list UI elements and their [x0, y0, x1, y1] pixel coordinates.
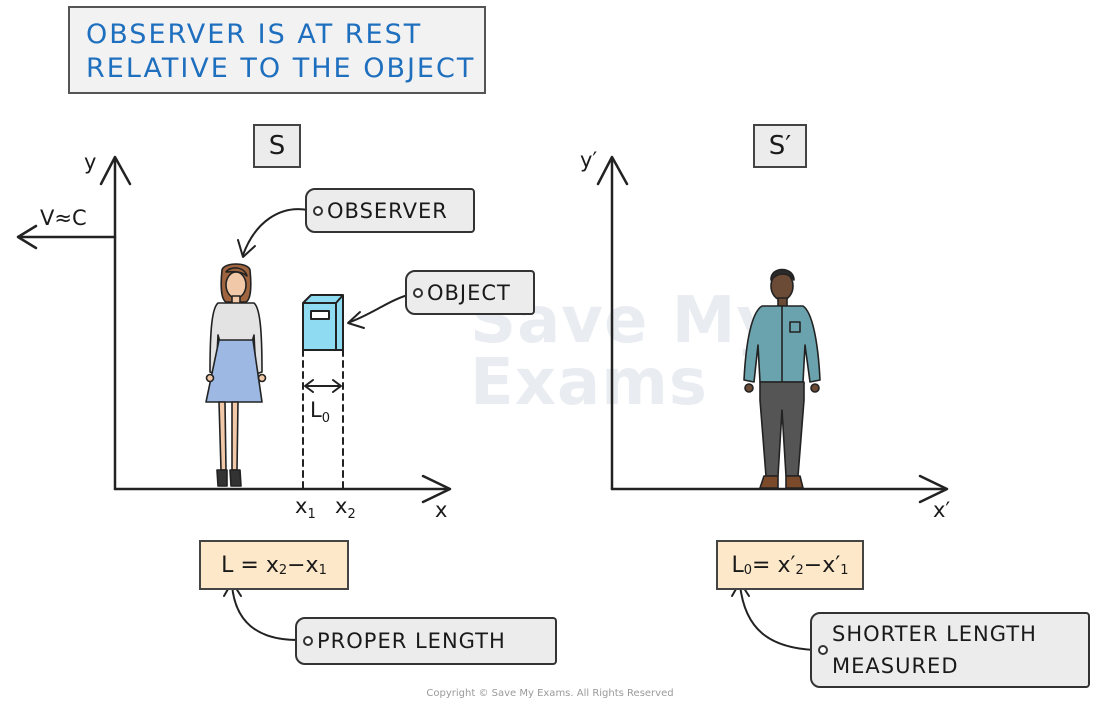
x2-label: x2: [335, 494, 356, 522]
l0-subscript: 0: [321, 411, 330, 426]
observer-tag: OBSERVER: [305, 188, 475, 233]
formula-right-sub-1: 1: [840, 562, 849, 578]
title-line-1: OBSERVER IS AT REST: [86, 19, 423, 50]
right-y-axis-label: y′: [580, 148, 598, 172]
formula-left-mid: −x: [287, 552, 319, 578]
l0-label: L0: [310, 398, 330, 426]
proper-length-tag-text: PROPER LENGTH: [317, 629, 506, 653]
formula-right-eq: = x′: [752, 552, 796, 578]
shorter-length-tag-text: SHORTER LENGTH MEASURED: [832, 618, 1037, 682]
formula-right-sub-0: 0: [743, 562, 753, 578]
right-x-arrowhead: [918, 474, 949, 504]
x1-subscript: 1: [307, 507, 316, 522]
object-book: [302, 294, 344, 351]
velocity-label: V≈C: [40, 206, 87, 230]
proper-length-tag: PROPER LENGTH: [295, 617, 557, 665]
frame-label-s: S: [253, 124, 301, 168]
observer-pointer-head: [237, 239, 256, 258]
velocity-arrowhead: [16, 224, 38, 250]
left-y-arrowhead: [99, 155, 132, 186]
proper-length-pointer: [231, 584, 299, 641]
object-pointer: [349, 294, 409, 323]
man-figure: [743, 268, 821, 489]
shorter-length-pointer: [739, 584, 816, 651]
x1-symbol: x: [295, 494, 308, 518]
observer-pointer: [242, 208, 309, 256]
left-x-axis-label: x: [435, 498, 448, 522]
title-line-2: RELATIVE TO THE OBJECT: [86, 53, 476, 84]
frame-label-s-prime: S′: [753, 124, 807, 168]
formula-left-sub-1: 1: [318, 562, 327, 578]
woman-observer-figure: [205, 263, 267, 487]
left-y-axis-label: y: [84, 150, 97, 174]
formula-left-sub-2: 2: [278, 562, 288, 578]
formula-left-lhs: L = x: [221, 552, 279, 578]
formula-right-mid: −x′: [803, 552, 841, 578]
left-x-arrowhead: [421, 474, 452, 504]
object-pointer-head: [347, 311, 365, 329]
shorter-length-tag: SHORTER LENGTH MEASURED: [810, 612, 1090, 688]
length-double-arrow: [304, 379, 342, 393]
l0-symbol: L: [310, 398, 322, 422]
formula-right-lhs: L: [731, 552, 744, 578]
x2-subscript: 2: [347, 507, 356, 522]
x1-label: x1: [295, 494, 316, 522]
object-tag-text: OBJECT: [427, 280, 511, 305]
formula-right-sub-2: 2: [795, 562, 804, 578]
x2-symbol: x: [335, 494, 348, 518]
copyright-notice: Copyright © Save My Exams. All Rights Re…: [426, 688, 674, 699]
observer-tag-text: OBSERVER: [327, 198, 448, 223]
right-y-arrowhead: [596, 155, 629, 186]
right-x-axis-label: x′: [933, 498, 951, 522]
watermark: Save My Exams: [470, 289, 779, 420]
title-box: OBSERVER IS AT REST RELATIVE TO THE OBJE…: [68, 6, 486, 94]
shorter-length-line-1: SHORTER LENGTH: [832, 622, 1037, 646]
shorter-length-line-2: MEASURED: [832, 654, 959, 678]
object-tag: OBJECT: [405, 270, 535, 315]
watermark-line-2: Exams: [470, 346, 708, 420]
